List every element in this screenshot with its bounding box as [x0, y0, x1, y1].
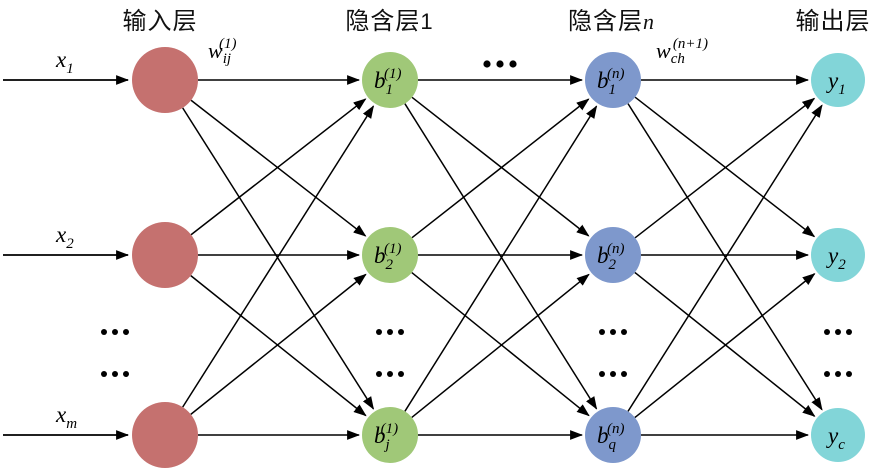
- input-node: [132, 222, 198, 288]
- ellipsis-more-nodes: [835, 371, 841, 377]
- connection-line: [634, 273, 816, 419]
- output-node: [811, 228, 865, 282]
- connection-line: [182, 107, 375, 410]
- ellipsis-more-nodes: [398, 371, 404, 377]
- connection-line: [411, 273, 590, 418]
- output-node: [811, 408, 865, 462]
- ellipsis-more-nodes: [101, 371, 107, 377]
- connection-line: [182, 105, 375, 408]
- layer-title-text: 隐含层: [568, 8, 643, 35]
- ellipsis-more-nodes: [112, 329, 118, 335]
- hiddenN-node: [585, 227, 641, 283]
- layer-title-text: 输出层: [795, 8, 871, 35]
- node-label: bq(n): [597, 421, 625, 453]
- input-label: x2: [55, 222, 74, 252]
- ellipsis-more-nodes: [398, 329, 404, 335]
- ellipsis-more-nodes: [621, 371, 627, 377]
- ellipsis-more-nodes: [610, 371, 616, 377]
- connection-line: [404, 105, 598, 412]
- ellipsis-more-nodes: [824, 371, 830, 377]
- ellipsis-more-nodes: [387, 329, 393, 335]
- layer-title-input: 输入层: [80, 1, 240, 36]
- ellipsis-more-nodes: [846, 371, 852, 377]
- node-label: y2: [826, 243, 846, 273]
- connection-line: [634, 97, 816, 239]
- layer-title-suffix: 1: [420, 9, 433, 34]
- layer-title-suffix: n: [643, 9, 654, 34]
- ellipsis-more-nodes: [123, 329, 129, 335]
- connection-line: [627, 103, 823, 411]
- node-label: yc: [826, 423, 845, 453]
- ellipsis-more-layers: [509, 60, 517, 68]
- ellipsis-more-nodes: [835, 329, 841, 335]
- ellipsis-more-nodes: [599, 371, 605, 377]
- weight-label: wch(n+1): [656, 36, 708, 67]
- ellipsis-more-nodes: [621, 329, 627, 335]
- layer-title-output: 输出层: [753, 1, 877, 36]
- connection-line: [190, 99, 367, 237]
- connection-line: [190, 273, 367, 415]
- connection-line: [190, 98, 367, 236]
- connection-line: [411, 98, 590, 239]
- input-label: x1: [55, 47, 74, 77]
- node-label: y1: [826, 68, 846, 98]
- connection-line: [634, 96, 816, 238]
- ellipsis-more-nodes: [123, 371, 129, 377]
- connection-line: [411, 272, 590, 417]
- node-label: b1(1): [374, 66, 402, 98]
- ellipsis-more-layers: [496, 60, 504, 68]
- input-label: xm: [55, 402, 77, 432]
- input-node: [132, 47, 198, 113]
- connection-line: [411, 96, 590, 237]
- ellipsis-more-nodes: [846, 329, 852, 335]
- ellipsis-more-nodes: [599, 329, 605, 335]
- hidden1-node: [362, 227, 418, 283]
- input-node: [132, 402, 198, 468]
- layer-title-text: 隐含层: [345, 8, 421, 35]
- connection-line: [634, 271, 816, 417]
- hidden1-node: [362, 407, 418, 463]
- ellipsis-more-nodes: [387, 371, 393, 377]
- output-node: [811, 53, 865, 107]
- ellipsis-more-layers: [483, 60, 491, 68]
- node-label: b1(n): [597, 66, 625, 98]
- ellipsis-more-nodes: [824, 329, 830, 335]
- hiddenN-node: [585, 52, 641, 108]
- node-label: b2(1): [374, 241, 402, 273]
- layer-title-text: 输入层: [122, 8, 198, 35]
- node-label: bj(1): [374, 421, 398, 453]
- connection-line: [404, 103, 598, 410]
- layer-title-hiddenN: 隐含层n: [531, 1, 691, 36]
- layer-title-hidden1: 隐含层1: [309, 1, 469, 36]
- hidden1-node: [362, 52, 418, 108]
- ellipsis-more-nodes: [101, 329, 107, 335]
- connection-line: [190, 275, 367, 417]
- ellipsis-more-nodes: [112, 371, 118, 377]
- ellipsis-more-nodes: [610, 329, 616, 335]
- ellipsis-more-nodes: [376, 371, 382, 377]
- node-label: b2(n): [597, 241, 625, 273]
- connection-line: [627, 104, 823, 412]
- weight-label: wij(1): [208, 36, 237, 67]
- ellipsis-more-nodes: [376, 329, 382, 335]
- hiddenN-node: [585, 407, 641, 463]
